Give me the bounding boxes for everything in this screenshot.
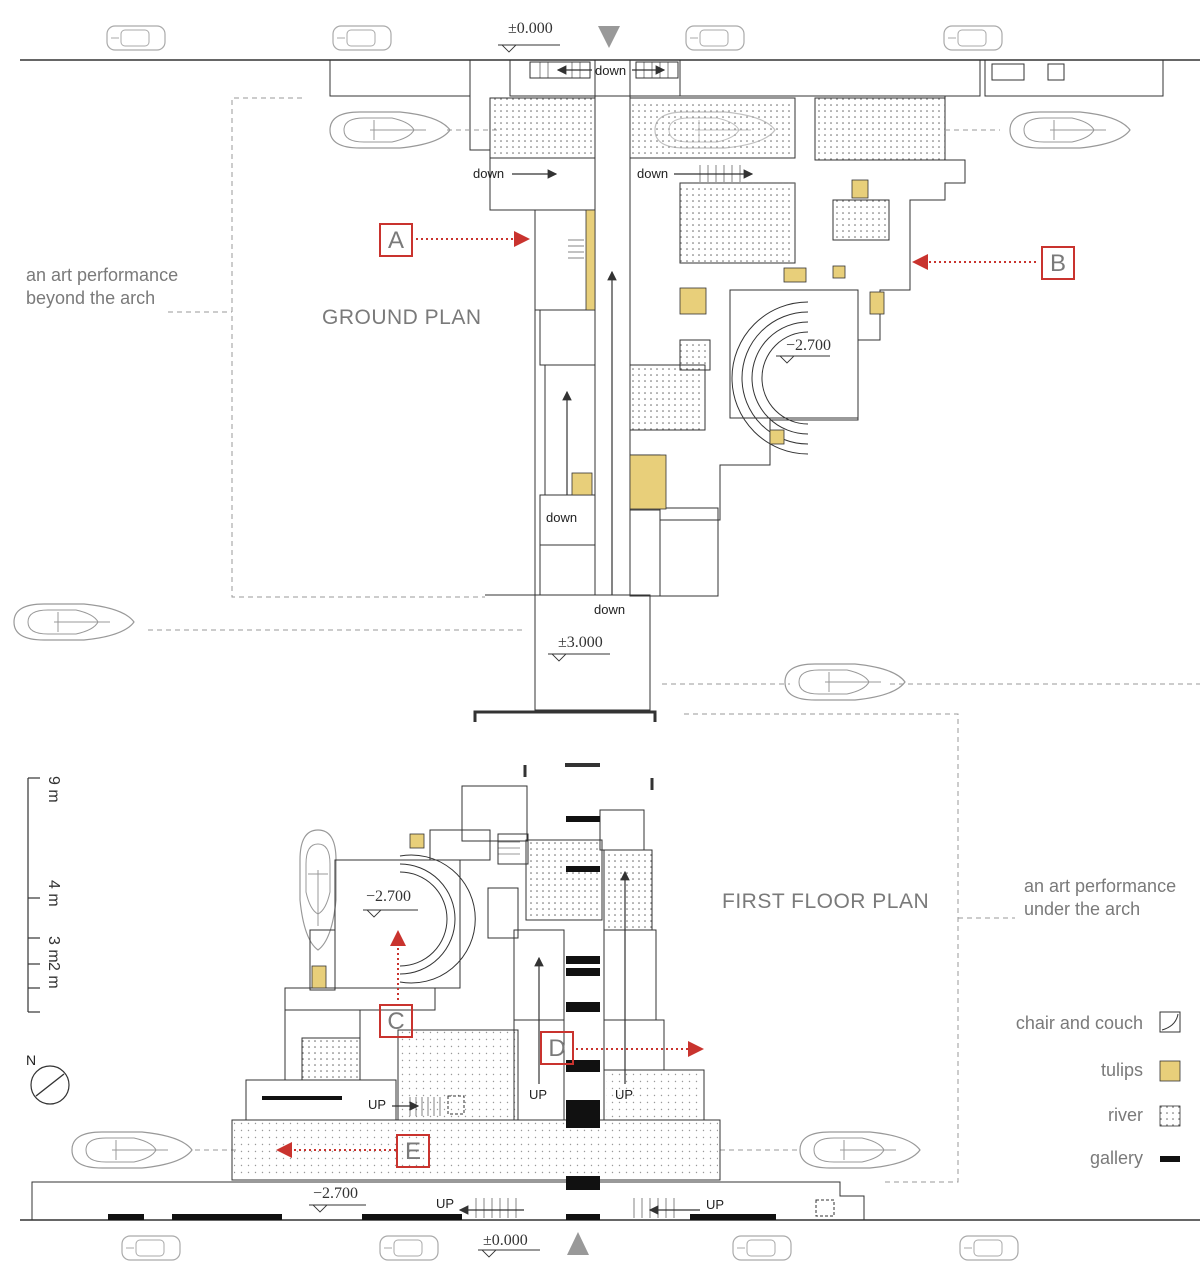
- entrance-marker-bottom: [567, 1232, 589, 1255]
- boat: [784, 663, 906, 701]
- first-floor-plan-title: FIRST FLOOR PLAN: [722, 890, 930, 913]
- level-mid: ±3.000: [558, 634, 603, 651]
- car: [121, 1235, 181, 1261]
- car: [732, 1235, 792, 1261]
- tulip-beds-ground: [571, 179, 885, 510]
- gallery-swatch: [1160, 1156, 1180, 1162]
- stair-up-mid2: UP: [615, 1087, 634, 1102]
- marker-b: B: [1041, 246, 1075, 280]
- stair-up-bottom2: UP: [706, 1197, 725, 1212]
- stair-down-mid: down: [546, 510, 578, 525]
- legend-river-label: river: [1108, 1105, 1143, 1125]
- gallery-walls: [108, 816, 776, 1220]
- stair-down-right: down: [637, 166, 669, 181]
- boat: [13, 603, 135, 641]
- ground-arrows: [512, 65, 754, 595]
- boat: [299, 829, 337, 951]
- chair-icon: [1159, 1011, 1181, 1033]
- stair-up-left: UP: [368, 1097, 387, 1112]
- boat: [71, 1131, 193, 1169]
- level-symbols: [309, 44, 830, 1258]
- north-label: N: [26, 1052, 37, 1068]
- note-under-arch: an art performance under the arch: [1024, 876, 1177, 919]
- view-arrows: [276, 231, 1036, 1158]
- note-beyond-arch: an art performance beyond the arch: [26, 265, 179, 308]
- car: [943, 25, 1003, 51]
- north-arrow-icon: [30, 1065, 70, 1105]
- stair-up-bottom1: UP: [436, 1196, 455, 1211]
- boat: [1009, 111, 1131, 149]
- river-swatch: [1159, 1105, 1181, 1127]
- level-lower: −2.700: [313, 1185, 359, 1202]
- legend-gallery-label: gallery: [1089, 1148, 1143, 1168]
- car: [959, 1235, 1019, 1261]
- car: [332, 25, 392, 51]
- level-pit-first: −2.700: [366, 888, 412, 905]
- legend-tulips-label: tulips: [1100, 1060, 1143, 1080]
- entrance-marker-top: [598, 26, 620, 48]
- car: [685, 25, 745, 51]
- legend-chair-label: chair and couch: [1015, 1013, 1143, 1033]
- scale-label-2m: 2 m: [45, 962, 62, 989]
- car: [379, 1235, 439, 1261]
- scale-bar: [27, 777, 40, 1013]
- level-bottom: ±0.000: [483, 1232, 528, 1249]
- first-floor-stairs: [409, 841, 675, 1218]
- stair-down-left: down: [473, 166, 505, 181]
- car: [106, 25, 166, 51]
- boat: [799, 1131, 921, 1169]
- boat: [329, 111, 451, 149]
- scale-label-3m: 3 m: [45, 936, 62, 963]
- tulip-beds-first: [311, 833, 425, 989]
- stair-up-mid1: UP: [529, 1087, 548, 1102]
- level-top: ±0.000: [508, 20, 553, 37]
- marker-e: E: [396, 1134, 430, 1168]
- first-floor-plan: [31, 710, 865, 1220]
- scale-label-4m: 4 m: [45, 880, 62, 907]
- leader-lines: [148, 97, 1200, 1183]
- ground-plan-title: GROUND PLAN: [322, 306, 482, 329]
- legend-swatches: [1159, 1011, 1181, 1162]
- marker-c: C: [379, 1004, 413, 1038]
- stair-down-bridge: down: [594, 602, 626, 617]
- first-floor-arrows: [392, 870, 700, 1215]
- ground-plan: [329, 59, 1164, 711]
- tulips-swatch: [1159, 1060, 1181, 1082]
- level-pit-ground: −2.700: [786, 337, 832, 354]
- stair-down-top: down: [595, 63, 627, 78]
- scale-label-9m: 9 m: [45, 776, 62, 803]
- marker-a: A: [379, 223, 413, 257]
- marker-d: D: [540, 1031, 574, 1065]
